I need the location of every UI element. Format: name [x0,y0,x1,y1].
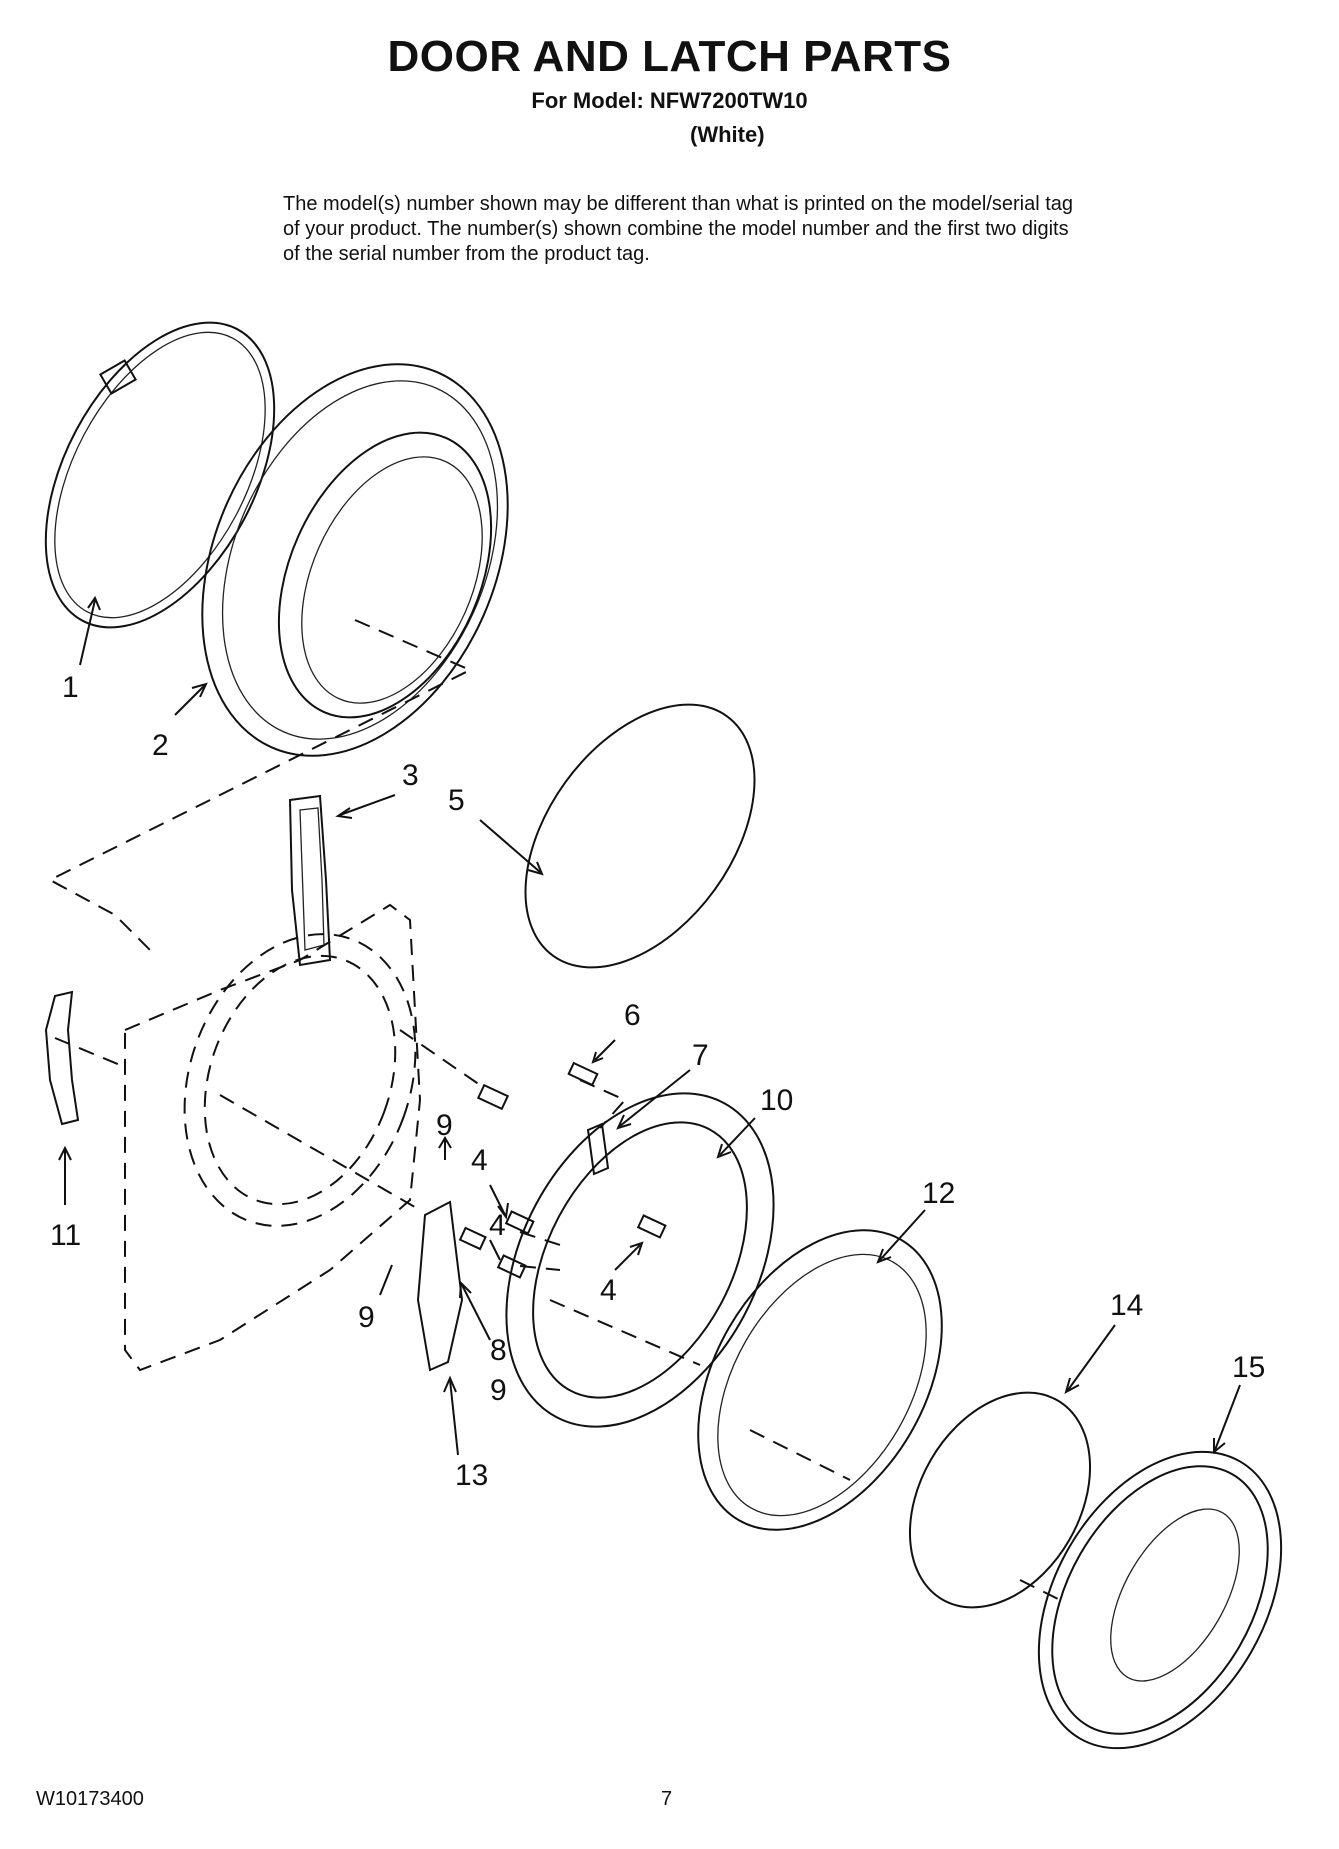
callout-8: 8 [490,1334,507,1367]
callout-7: 7 [692,1039,709,1072]
part-1-clamp-ring [44,321,276,629]
leader-arrows [58,595,1241,1456]
callout-9b: 9 [358,1301,375,1334]
callout-4a: 4 [471,1144,488,1177]
model-note: The model(s) number shown may be differe… [283,193,1074,265]
part-5-seal-ring [524,703,756,969]
part-13-hinge-bracket [416,1200,464,1372]
callout-14: 14 [1110,1289,1143,1322]
callout-2: 2 [152,729,169,762]
callout-9a: 9 [436,1109,453,1142]
part-15-outer-door [1037,1450,1283,1750]
callout-3: 3 [402,759,419,792]
part-11-hinge [44,990,80,1126]
part-14-outer-glass [908,1391,1092,1609]
part-3-door-lock [288,794,332,967]
model-variant: (White) [690,122,765,147]
part-7-strike [586,1122,610,1176]
callout-5: 5 [448,784,465,817]
page-number: 7 [661,1788,673,1810]
callout-1: 1 [62,671,79,704]
callout-9c: 9 [490,1374,507,1407]
callout-10: 10 [760,1084,793,1117]
document-number: W10173400 [36,1788,144,1810]
page-title: DOOR AND LATCH PARTS [387,32,952,81]
assembly-lines [47,619,1061,1601]
front-panel-outline [124,903,422,1372]
part-10-inner-ring [505,1092,775,1428]
callout-4c: 4 [489,1209,506,1242]
part-2-door-boot [201,363,509,757]
callout-12: 12 [922,1177,955,1210]
callout-15: 15 [1232,1351,1265,1384]
callout-4b: 4 [600,1274,617,1307]
model-number: For Model: NFW7200TW10 [531,88,808,113]
callout-6: 6 [624,999,641,1032]
callout-labels: 1 2 3 4 4 4 5 6 7 8 9 9 9 10 11 12 13 14… [50,671,1265,1492]
part-12-door-bowl [697,1229,943,1531]
callout-13: 13 [455,1459,488,1492]
callout-11: 11 [50,1219,81,1252]
